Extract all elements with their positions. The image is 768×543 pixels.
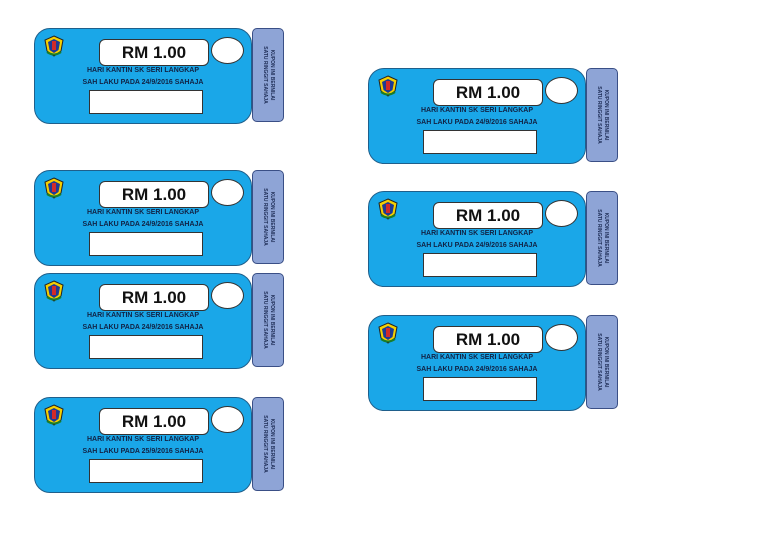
punch-circle: [211, 179, 244, 206]
amount-box: RM 1.00: [99, 181, 209, 208]
punch-circle: [545, 200, 578, 227]
event-title: HARI KANTIN SK SERI LANGKAP: [420, 354, 533, 361]
amount-box: RM 1.00: [99, 284, 209, 311]
blank-field: [423, 130, 537, 154]
validity-text: SAH LAKU PADA 24/9/2016 SAHAJA: [416, 242, 538, 249]
event-title: HARI KANTIN SK SERI LANGKAP: [86, 436, 199, 443]
coupon-body: RM 1.00 HARI KANTIN SK SERI LANGKAP SAH …: [34, 28, 252, 124]
punch-circle: [211, 37, 244, 64]
coupon-stub: KUPON INI BERNILAI SATU RINGGIT SAHAJA: [252, 273, 284, 367]
amount-box: RM 1.00: [433, 79, 543, 106]
blank-field: [89, 335, 203, 359]
amount-box: RM 1.00: [433, 326, 543, 353]
stub-line-1: KUPON INI BERNILAI: [603, 212, 609, 264]
coupon-stub: KUPON INI BERNILAI SATU RINGGIT SAHAJA: [586, 315, 618, 409]
event-title: HARI KANTIN SK SERI LANGKAP: [420, 107, 533, 114]
coupon-body: RM 1.00 HARI KANTIN SK SERI LANGKAP SAH …: [34, 397, 252, 493]
stub-line-2: SATU RINGGIT SAHAJA: [262, 291, 268, 349]
amount-box: RM 1.00: [99, 39, 209, 66]
stub-line-2: SATU RINGGIT SAHAJA: [262, 46, 268, 104]
blank-field: [89, 459, 203, 483]
validity-text: SAH LAKU PADA 24/9/2016 SAHAJA: [416, 119, 538, 126]
amount-box: RM 1.00: [433, 202, 543, 229]
amount-box: RM 1.00: [99, 408, 209, 435]
punch-circle: [545, 324, 578, 351]
event-title: HARI KANTIN SK SERI LANGKAP: [86, 209, 199, 216]
stub-line-2: SATU RINGGIT SAHAJA: [596, 333, 602, 391]
punch-circle: [211, 406, 244, 433]
stub-line-1: KUPON INI BERNILAI: [269, 418, 275, 470]
coupon-body: RM 1.00 HARI KANTIN SK SERI LANGKAP SAH …: [368, 191, 586, 287]
stub-line-1: KUPON INI BERNILAI: [603, 336, 609, 388]
stub-line-1: KUPON INI BERNILAI: [269, 49, 275, 101]
coupon-stub: KUPON INI BERNILAI SATU RINGGIT SAHAJA: [586, 68, 618, 162]
event-title: HARI KANTIN SK SERI LANGKAP: [420, 230, 533, 237]
event-title: HARI KANTIN SK SERI LANGKAP: [86, 67, 199, 74]
coupon-body: RM 1.00 HARI KANTIN SK SERI LANGKAP SAH …: [368, 315, 586, 411]
coupon-card: RM 1.00 HARI KANTIN SK SERI LANGKAP SAH …: [34, 273, 286, 369]
validity-text: SAH LAKU PADA 24/9/2016 SAHAJA: [82, 221, 204, 228]
validity-text: SAH LAKU PADA 25/9/2016 SAHAJA: [82, 448, 204, 455]
coupon-card: RM 1.00 HARI KANTIN SK SERI LANGKAP SAH …: [34, 170, 286, 266]
punch-circle: [211, 282, 244, 309]
coupon-stub: KUPON INI BERNILAI SATU RINGGIT SAHAJA: [252, 28, 284, 122]
school-crest-icon: [378, 75, 398, 97]
coupon-card: RM 1.00 HARI KANTIN SK SERI LANGKAP SAH …: [34, 397, 286, 493]
coupon-card: RM 1.00 HARI KANTIN SK SERI LANGKAP SAH …: [368, 191, 620, 287]
stub-line-2: SATU RINGGIT SAHAJA: [596, 209, 602, 267]
coupon-body: RM 1.00 HARI KANTIN SK SERI LANGKAP SAH …: [34, 170, 252, 266]
stub-line-2: SATU RINGGIT SAHAJA: [596, 86, 602, 144]
punch-circle: [545, 77, 578, 104]
school-crest-icon: [44, 404, 64, 426]
coupon-card: RM 1.00 HARI KANTIN SK SERI LANGKAP SAH …: [368, 68, 620, 164]
stub-line-1: KUPON INI BERNILAI: [603, 89, 609, 141]
coupon-card: RM 1.00 HARI KANTIN SK SERI LANGKAP SAH …: [368, 315, 620, 411]
school-crest-icon: [44, 35, 64, 57]
blank-field: [423, 253, 537, 277]
validity-text: SAH LAKU PADA 24/9/2016 SAHAJA: [82, 324, 204, 331]
coupon-body: RM 1.00 HARI KANTIN SK SERI LANGKAP SAH …: [34, 273, 252, 369]
school-crest-icon: [378, 322, 398, 344]
blank-field: [89, 90, 203, 114]
coupon-body: RM 1.00 HARI KANTIN SK SERI LANGKAP SAH …: [368, 68, 586, 164]
coupon-stub: KUPON INI BERNILAI SATU RINGGIT SAHAJA: [252, 170, 284, 264]
validity-text: SAH LAKU PADA 24/9/2016 SAHAJA: [82, 79, 204, 86]
school-crest-icon: [44, 177, 64, 199]
stub-line-1: KUPON INI BERNILAI: [269, 294, 275, 346]
coupon-card: RM 1.00 HARI KANTIN SK SERI LANGKAP SAH …: [34, 28, 286, 124]
school-crest-icon: [378, 198, 398, 220]
event-title: HARI KANTIN SK SERI LANGKAP: [86, 312, 199, 319]
stub-line-2: SATU RINGGIT SAHAJA: [262, 188, 268, 246]
blank-field: [89, 232, 203, 256]
blank-field: [423, 377, 537, 401]
stub-line-2: SATU RINGGIT SAHAJA: [262, 415, 268, 473]
coupon-stub: KUPON INI BERNILAI SATU RINGGIT SAHAJA: [252, 397, 284, 491]
validity-text: SAH LAKU PADA 24/9/2016 SAHAJA: [416, 366, 538, 373]
school-crest-icon: [44, 280, 64, 302]
stub-line-1: KUPON INI BERNILAI: [269, 191, 275, 243]
coupon-stub: KUPON INI BERNILAI SATU RINGGIT SAHAJA: [586, 191, 618, 285]
